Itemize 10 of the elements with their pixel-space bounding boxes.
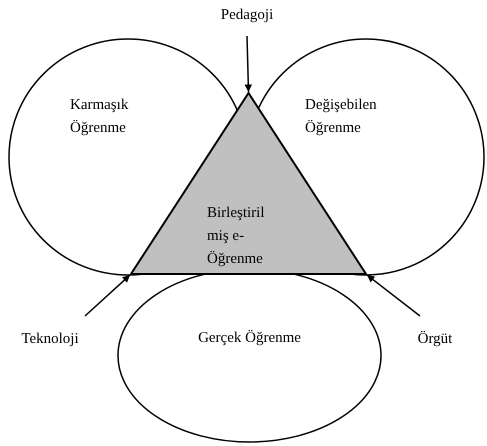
node-label: Teknoloji xyxy=(10,328,90,350)
arrow xyxy=(84,274,130,317)
node-label: Örgüt xyxy=(410,328,460,350)
arrow xyxy=(244,36,252,92)
node-label: Gerçek Öğrenme xyxy=(197,329,302,348)
arrow xyxy=(366,274,420,317)
node-label: Pedagoji xyxy=(214,4,280,26)
node-label: Değişebilen Öğrenme xyxy=(305,96,378,138)
node-label: Karmaşık Öğrenme xyxy=(70,96,130,138)
node-label: Birleştiril miş e- Öğrenme xyxy=(207,204,266,269)
